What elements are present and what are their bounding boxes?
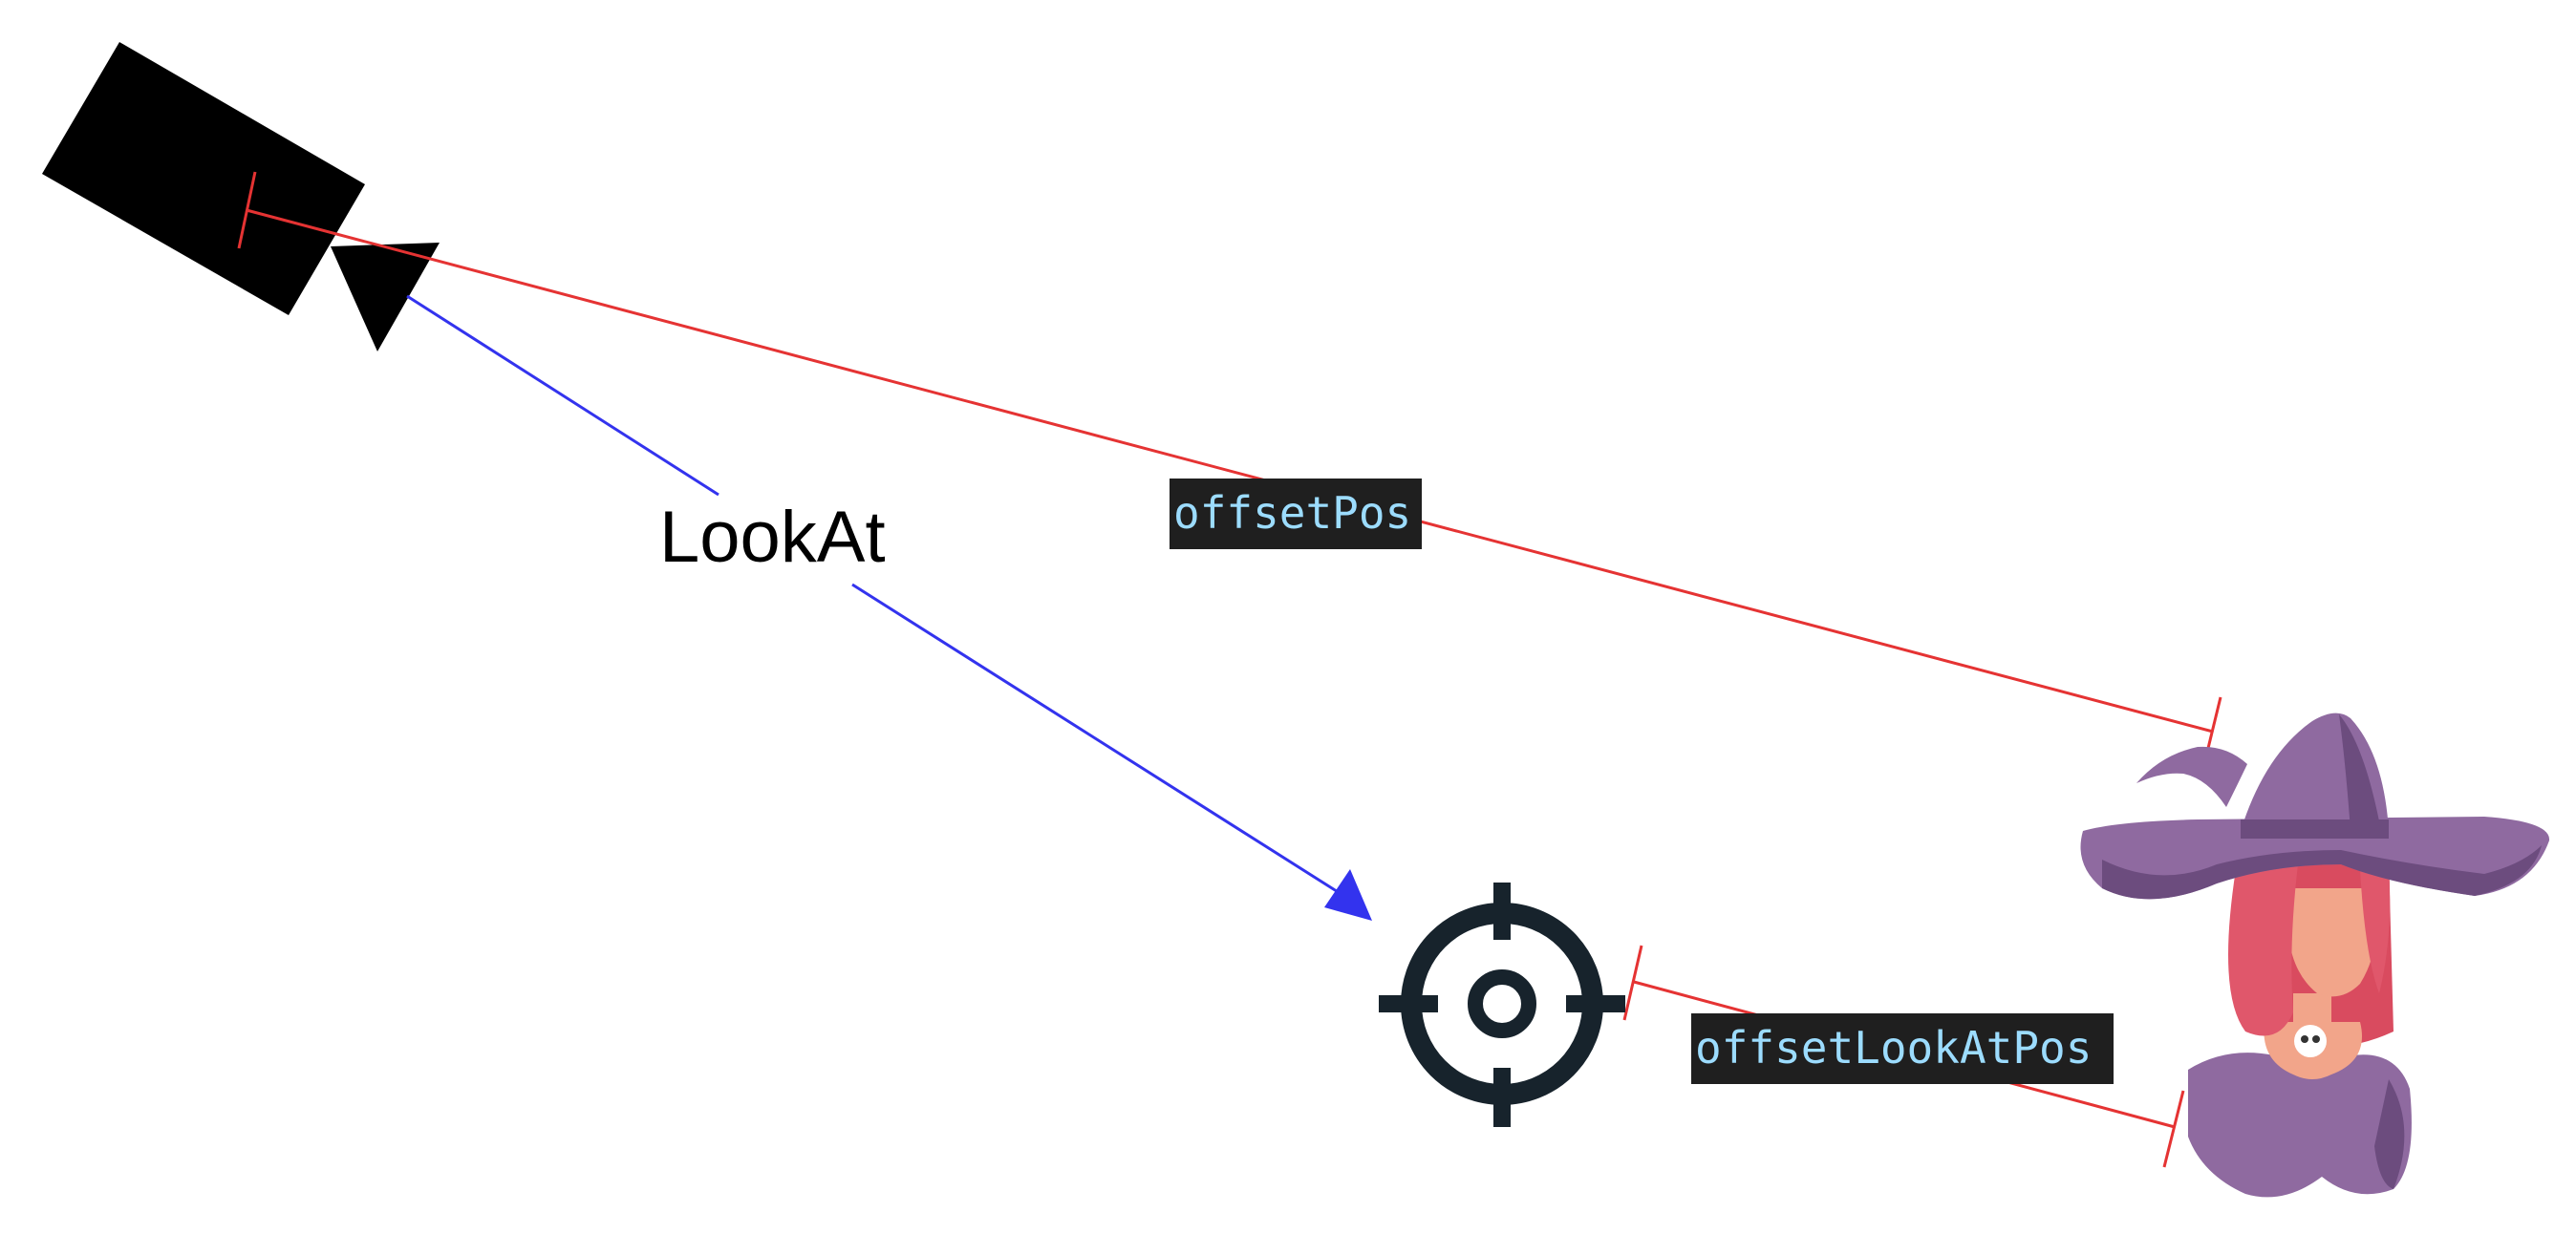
offset-look-at-pos-label-bg <box>1691 1013 2114 1084</box>
witch-character-icon <box>2080 713 2550 1198</box>
offset-look-at-pos-label: offsetLookAtPos <box>1695 1022 2092 1074</box>
offset-pos-label-bg <box>1170 479 1422 549</box>
look-at-arrow <box>406 294 1372 921</box>
crosshair-target-icon <box>1379 883 1625 1127</box>
camera-icon <box>42 42 440 351</box>
offset-pos-label: offsetPos <box>1173 487 1411 539</box>
look-at-label: LookAt <box>659 497 886 578</box>
offset-pos-line <box>237 171 2222 773</box>
